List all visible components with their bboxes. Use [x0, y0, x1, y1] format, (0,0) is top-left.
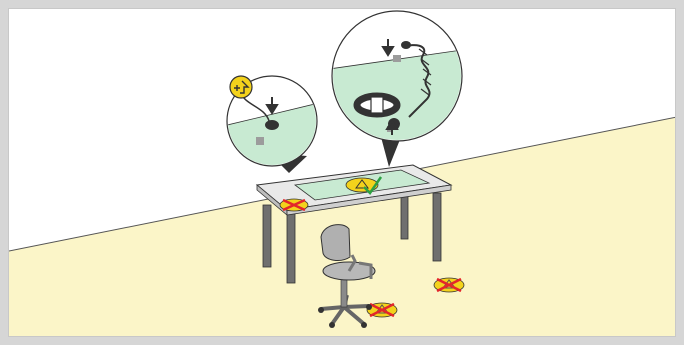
esd-prohibited-floor-marker: [434, 278, 464, 292]
ground-connection-icon: [230, 76, 252, 98]
table-leg: [401, 193, 408, 239]
esd-prohibited-floor-marker: [367, 303, 397, 317]
table-leg: [287, 205, 295, 283]
esd-workstation-illustration: [9, 9, 676, 337]
table-leg: [263, 205, 271, 267]
table-leg: [433, 193, 441, 261]
illustration-frame: [8, 8, 676, 337]
esd-prohibited-icon: [280, 199, 308, 211]
